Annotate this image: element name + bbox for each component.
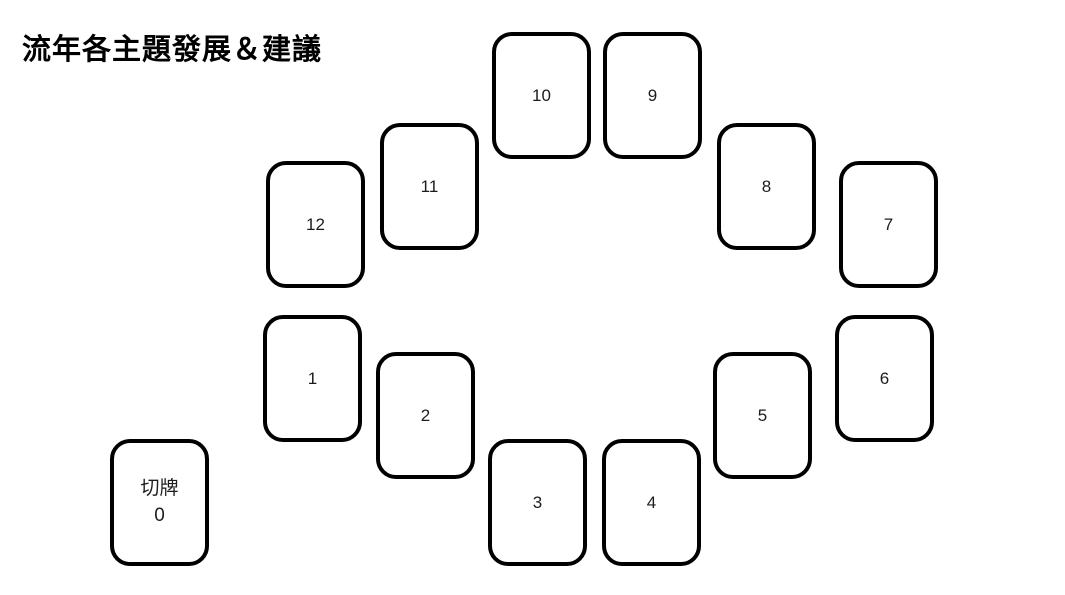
- card-8[interactable]: 8: [717, 123, 816, 250]
- cut-card-label: 切牌: [140, 477, 179, 499]
- card-number: 11: [420, 176, 439, 196]
- card-4[interactable]: 4: [602, 439, 701, 566]
- card-number: 5: [757, 405, 768, 425]
- card-3[interactable]: 3: [488, 439, 587, 566]
- page-title: 流年各主題發展＆建議: [22, 34, 323, 66]
- cut-card[interactable]: 切牌 0: [110, 439, 209, 566]
- card-number: 7: [883, 214, 894, 234]
- card-number: 10: [532, 85, 551, 105]
- card-number: 2: [420, 405, 431, 425]
- card-number: 8: [761, 176, 772, 196]
- card-number: 3: [532, 492, 543, 512]
- card-12[interactable]: 12: [266, 161, 365, 288]
- card-2[interactable]: 2: [376, 352, 475, 479]
- card-5[interactable]: 5: [713, 352, 812, 479]
- card-number: 12: [306, 214, 325, 234]
- card-6[interactable]: 6: [835, 315, 934, 442]
- card-number: 9: [647, 85, 658, 105]
- card-11[interactable]: 11: [380, 123, 479, 250]
- card-10[interactable]: 10: [492, 32, 591, 159]
- card-number: 1: [307, 368, 318, 388]
- cut-card-number: 0: [154, 504, 165, 526]
- card-1[interactable]: 1: [263, 315, 362, 442]
- card-number: 4: [646, 492, 657, 512]
- card-number: 6: [879, 368, 890, 388]
- card-9[interactable]: 9: [603, 32, 702, 159]
- card-7[interactable]: 7: [839, 161, 938, 288]
